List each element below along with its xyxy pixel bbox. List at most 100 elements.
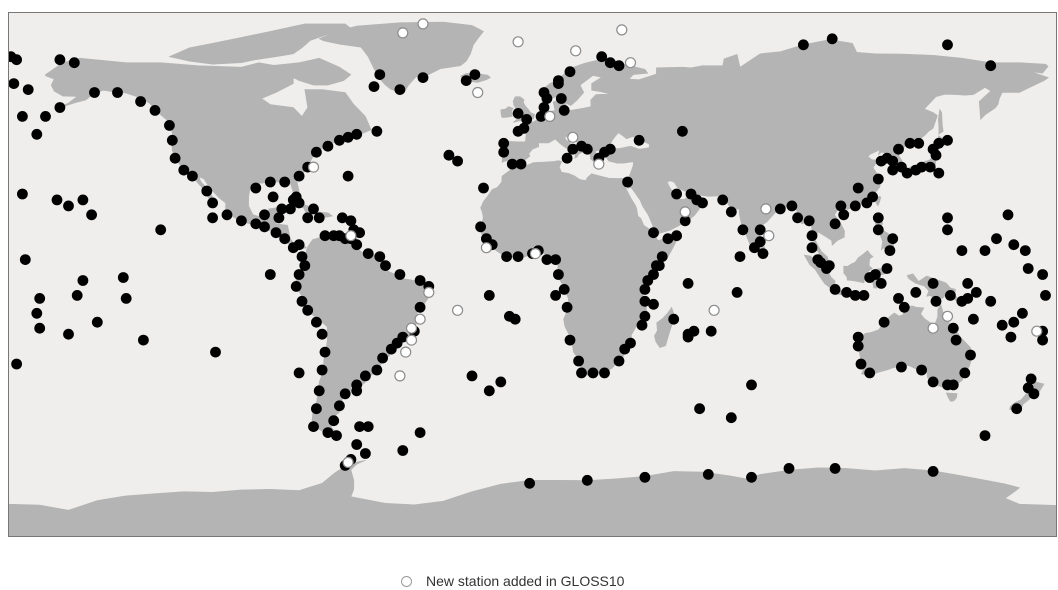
station-marker (639, 284, 651, 295)
land-sakhalin (937, 108, 944, 135)
station-marker (302, 212, 314, 224)
station-marker (852, 182, 864, 194)
station-marker (273, 212, 285, 224)
station-marker (599, 367, 610, 379)
station-marker (633, 134, 645, 146)
station-marker (956, 245, 968, 256)
station-marker (414, 427, 426, 438)
station-marker (466, 370, 478, 382)
station-marker (749, 242, 760, 254)
station-marker (1019, 245, 1031, 256)
station-marker (40, 111, 51, 122)
station-marker (377, 352, 388, 364)
station-marker (443, 149, 455, 161)
station-marker (279, 233, 291, 245)
station-marker (308, 421, 319, 432)
station-marker (576, 367, 587, 379)
new-station-marker (405, 334, 418, 346)
new-station-marker (307, 161, 320, 173)
station-marker (985, 295, 997, 307)
station-marker (498, 137, 510, 149)
station-marker (613, 60, 625, 72)
station-marker (648, 298, 659, 310)
station-marker (311, 403, 322, 415)
station-marker (754, 224, 766, 236)
station-marker (1022, 263, 1034, 274)
station-marker (541, 93, 553, 104)
station-marker (495, 376, 507, 388)
station-marker (86, 209, 97, 221)
station-marker (483, 385, 495, 397)
station-marker (34, 293, 46, 304)
station-marker (351, 385, 363, 397)
station-marker (31, 307, 43, 319)
station-marker (550, 290, 561, 301)
station-marker (334, 134, 345, 146)
station-marker (927, 143, 939, 155)
station-marker (362, 248, 374, 259)
station-marker (930, 295, 942, 307)
station-marker (705, 325, 717, 337)
station-marker (887, 164, 899, 176)
station-marker (979, 430, 991, 441)
land-greenland (318, 21, 484, 93)
station-marker (308, 203, 319, 215)
station-marker (783, 463, 795, 474)
station-marker (31, 128, 43, 140)
station-marker (276, 203, 288, 215)
station-marker (54, 102, 66, 113)
station-marker (849, 290, 861, 301)
station-marker (550, 254, 561, 265)
station-marker (916, 161, 927, 173)
station-marker (397, 331, 409, 343)
new-station-marker (593, 158, 605, 170)
station-marker (927, 278, 939, 289)
station-marker (1022, 382, 1034, 394)
station-marker (296, 251, 308, 262)
station-marker (319, 230, 331, 242)
station-marker (838, 209, 850, 221)
station-marker (460, 75, 472, 86)
station-marker (169, 152, 181, 164)
station-marker (201, 185, 213, 197)
station-marker (561, 301, 573, 313)
station-marker (89, 87, 100, 98)
station-marker (798, 39, 809, 51)
land-masses (8, 21, 1057, 537)
station-marker (648, 227, 659, 239)
station-marker (155, 224, 167, 236)
station-marker (394, 84, 406, 95)
station-marker (328, 230, 340, 242)
station-marker (924, 161, 936, 173)
station-marker (896, 361, 907, 373)
station-marker (596, 51, 608, 63)
station-marker (207, 212, 219, 224)
station-marker (757, 248, 769, 259)
station-marker (17, 111, 28, 122)
station-marker (138, 334, 149, 346)
new-station-marker (544, 110, 556, 123)
station-marker (267, 191, 279, 203)
station-marker (829, 284, 841, 295)
station-marker (625, 337, 636, 349)
station-marker (864, 367, 876, 379)
station-marker (898, 301, 910, 313)
new-station-marker (927, 322, 939, 334)
station-marker (207, 197, 219, 209)
station-marker (553, 269, 564, 280)
station-marker (884, 245, 896, 256)
station-marker (236, 215, 247, 227)
station-marker (1037, 334, 1048, 346)
station-marker (858, 290, 870, 301)
station-marker (22, 84, 34, 95)
station-marker (8, 78, 20, 89)
existing-stations (8, 33, 1051, 489)
station-marker (313, 385, 325, 397)
station-marker (293, 269, 305, 280)
station-marker (1002, 209, 1014, 221)
new-station-marker (624, 57, 637, 69)
station-marker (904, 137, 916, 149)
legend: New station added in GLOSS10 (401, 572, 624, 590)
station-marker (322, 427, 334, 438)
station-marker (117, 272, 129, 283)
